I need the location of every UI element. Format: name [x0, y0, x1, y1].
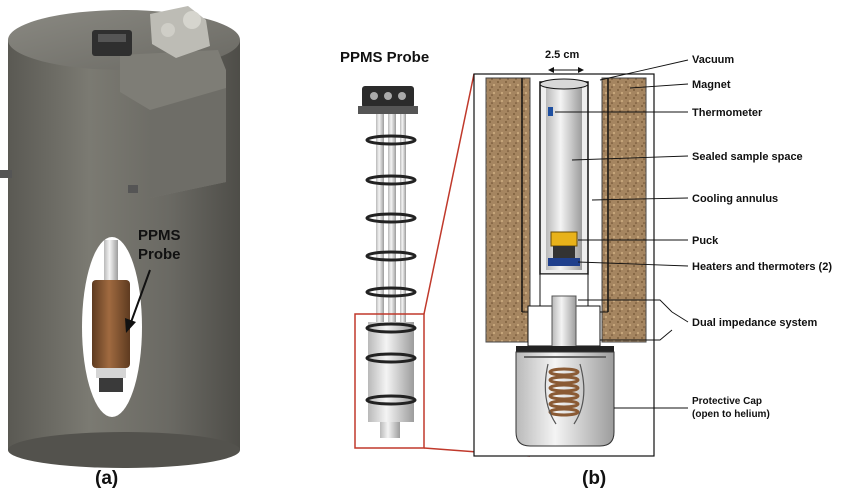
leader-lines: [555, 59, 689, 409]
label-cooling-annulus: Cooling annulus: [692, 193, 778, 205]
panel-a-caption: (a): [95, 468, 118, 488]
label-puck: Puck: [692, 235, 719, 247]
magnet-left: [485, 77, 531, 343]
probe-label-a-line1: PPMS: [138, 227, 181, 244]
label-vacuum: Vacuum: [692, 54, 734, 66]
probe-arrow: [129, 269, 151, 326]
probe-label-a-line2: Probe: [138, 246, 181, 263]
label-sealed-sample-space: Sealed sample space: [692, 151, 803, 163]
magnet-right: [601, 77, 647, 343]
label-heaters: Heaters and thermoters (2): [692, 261, 832, 273]
connector-block: [92, 30, 132, 56]
zoom-line-top: [423, 73, 475, 315]
coil: [548, 367, 580, 417]
label-protective-cap-line2: (open to helium): [692, 409, 770, 420]
probe-bottom-tube: [368, 322, 414, 422]
label-thermometer: Thermometer: [692, 107, 763, 119]
probe-rod: [104, 240, 118, 280]
probe-title: PPMS Probe: [340, 49, 429, 66]
probe-rod-illustration: [358, 86, 418, 438]
label-magnet: Magnet: [692, 79, 731, 91]
thermometer-marker: [548, 107, 553, 116]
puck: [550, 231, 578, 247]
panel-b-caption: (b): [582, 468, 606, 488]
dewar-base: [8, 432, 240, 468]
cross-section: [473, 73, 655, 457]
probe-sleeve: [92, 280, 130, 368]
label-protective-cap-line1: Protective Cap: [692, 396, 762, 407]
label-dual-impedance: Dual impedance system: [692, 317, 818, 329]
dewar-illustration: [0, 6, 240, 468]
zoom-box: [354, 313, 425, 449]
dimension-label: 2.5 cm: [545, 49, 579, 61]
